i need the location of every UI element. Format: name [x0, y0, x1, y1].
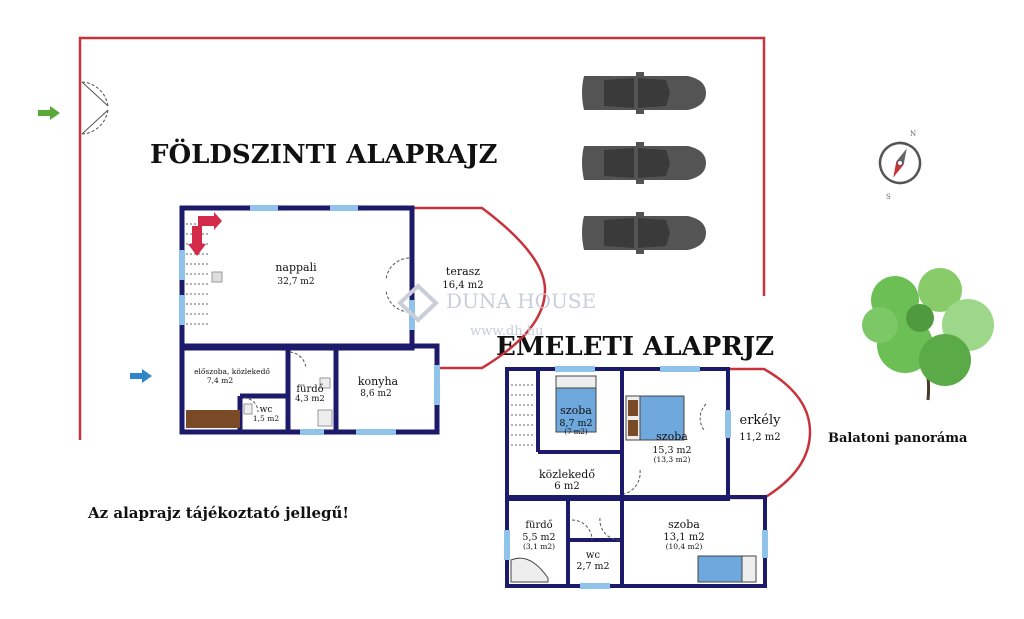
room-sub-szoba-2: (13,3 m2)	[654, 455, 691, 464]
shower-icon	[317, 409, 333, 427]
duna-house-watermark: DUNA HOUSE www.dh.hu	[397, 283, 596, 339]
car-icon	[582, 142, 706, 184]
room-name-furdo: fürdő	[296, 384, 323, 395]
bed-icon	[697, 555, 757, 583]
room-area-furdo: 4,3 m2	[295, 394, 325, 404]
room-area-wc-ground: 1,5 m2	[253, 414, 279, 423]
room-area-wc-upper: 2,7 m2	[576, 561, 609, 572]
ground-floor-heading: FÖLDSZINTI ALAPRAJZ	[150, 138, 497, 170]
room-area-szoba-1: 8,7 m2	[559, 418, 592, 429]
upper-staircase	[511, 384, 535, 446]
entry-arrow-blue-icon	[130, 369, 152, 383]
car-icon	[582, 72, 706, 114]
panorama-label: Balatoni panoráma	[828, 431, 968, 446]
room-sub-furdo-upper: (3,1 m2)	[523, 542, 555, 551]
entry-arrow-green-icon	[38, 106, 60, 120]
room-name-szoba-3: szoba	[668, 518, 700, 531]
bathtub-icon	[510, 557, 549, 583]
room-name-terasz: terasz	[446, 265, 480, 278]
room-area-szoba-3: 13,1 m2	[663, 532, 704, 543]
cabinet-icon	[186, 410, 240, 428]
room-sub-szoba-1: (7 m2)	[564, 428, 588, 436]
disclaimer-note: Az alaprajz tájékoztató jellegű!	[87, 504, 349, 522]
ground-floor-doors	[243, 257, 410, 413]
gate-icon	[81, 81, 109, 135]
room-area-konyha: 8,6 m2	[360, 389, 391, 399]
room-name-konyha: konyha	[358, 375, 399, 388]
room-name-furdo-upper: fürdő	[525, 520, 552, 531]
terrace-outline	[412, 206, 547, 370]
double-bed-icon	[625, 395, 685, 441]
upper-floor-windows	[504, 366, 768, 589]
room-area-furdo-upper: 5,5 m2	[522, 532, 555, 543]
tree-icon	[862, 268, 994, 401]
room-area-erkely: 11,2 m2	[739, 432, 780, 443]
room-name-szoba-2: szoba	[656, 430, 688, 443]
room-name-nappali: nappali	[275, 261, 317, 274]
bed-icon	[555, 375, 597, 433]
svg-text:www.dh.hu: www.dh.hu	[470, 324, 544, 339]
room-area-nappali: 32,7 m2	[277, 277, 314, 287]
room-area-eloszoba: 7,4 m2	[207, 376, 233, 385]
fireplace-icon	[211, 271, 223, 283]
balcony-outline	[728, 367, 812, 500]
upper-floor-heading: EMELETI ALAPRJZ	[496, 332, 774, 362]
duna-house-logo-icon	[397, 283, 439, 323]
compass-icon	[878, 141, 922, 185]
room-name-erkely: erkély	[740, 413, 782, 428]
compass-south-letter: S	[886, 193, 891, 201]
stair-arrow-icon	[188, 212, 222, 256]
toilet-icon	[243, 403, 253, 415]
room-name-szoba-1: szoba	[560, 404, 592, 417]
room-name-wc-ground: wc	[260, 405, 273, 415]
car-icon	[582, 212, 706, 254]
room-area-terasz: 16,4 m2	[442, 280, 483, 291]
compass-north-letter: N	[910, 130, 916, 138]
room-name-wc-upper: wc	[586, 550, 601, 561]
room-sub-szoba-3: (10,4 m2)	[666, 542, 703, 551]
sink-icon	[319, 377, 331, 389]
room-name-kozlekedo: közlekedő	[539, 468, 595, 481]
upper-floor-doors	[571, 403, 707, 541]
room-area-szoba-2: 15,3 m2	[652, 445, 691, 456]
plot-boundary	[78, 36, 766, 440]
svg-text:DUNA HOUSE: DUNA HOUSE	[446, 289, 596, 313]
room-area-kozlekedo: 6 m2	[554, 481, 579, 492]
room-name-eloszoba: előszoba, közlekedő	[194, 367, 270, 376]
